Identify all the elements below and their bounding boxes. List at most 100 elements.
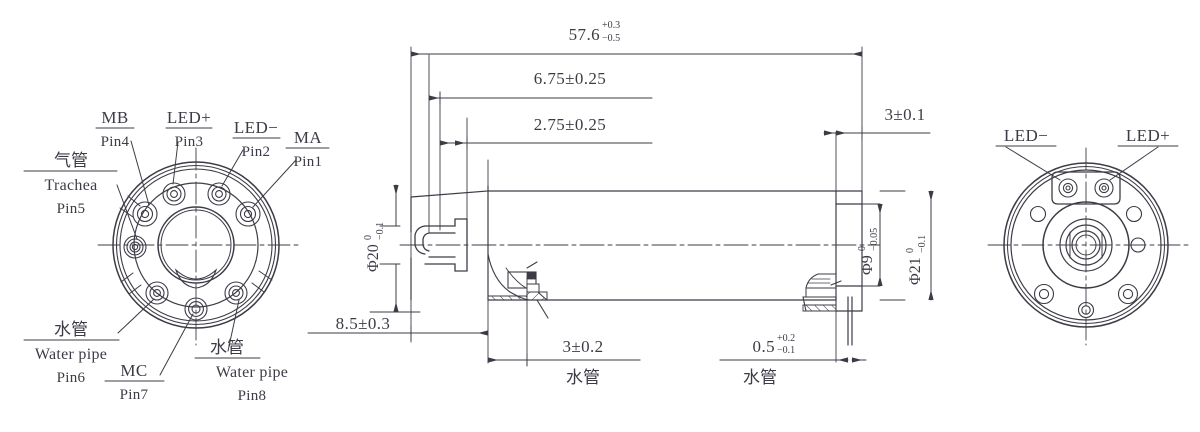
- callout-pin5-name-en: Trachea: [44, 177, 97, 194]
- side-section-view: [307, 46, 934, 367]
- dia-21-symbol: Φ21: [907, 257, 924, 285]
- right-centre-bore-inner: [1075, 234, 1097, 256]
- hole-upper-left: [1029, 205, 1047, 223]
- section-witness-lines: [410, 46, 906, 364]
- callout-pin8-name-cn: 水管: [210, 338, 244, 358]
- callout-led-neg: LED−: [1004, 126, 1048, 145]
- right-boss-ring: [1059, 218, 1113, 272]
- left-outer-ring-inner: [115, 164, 277, 326]
- hole-bottom-axis: [1077, 301, 1095, 319]
- dim-text-dia-21: Φ21 0 −0.1: [905, 235, 928, 285]
- left-flange-ring: [119, 168, 273, 322]
- section-label-water-right: 水管: [743, 368, 777, 388]
- section-label-water-left: 水管: [566, 368, 600, 388]
- dim-overall-value: 57.6: [569, 25, 600, 44]
- left-view-centerlines: [97, 147, 301, 346]
- callout-pin3-pin: Pin3: [175, 134, 204, 150]
- right-face-holes: [1029, 205, 1146, 319]
- dia-9-tol-upper: 0: [857, 246, 868, 251]
- left-centre-bore-inner: [160, 209, 232, 281]
- pin-hole-pin5: [123, 235, 147, 259]
- right-view-centerlines: [987, 147, 1193, 346]
- right-hub-ring: [1042, 201, 1130, 289]
- left-outer-ring: [112, 161, 280, 329]
- pin-hole-pin4: [132, 201, 158, 227]
- left-shaft-stub: [414, 218, 468, 272]
- dim-text-water-right: 0.5 +0.2 −0.1: [753, 333, 796, 356]
- callout-pin5-name-cn: 气管: [54, 151, 88, 171]
- dim-step-675: [428, 91, 653, 105]
- dim-text-right-step-3: 3±0.1: [884, 105, 925, 124]
- callout-pin5-pin: Pin5: [57, 201, 86, 217]
- right-flange-ring: [1010, 169, 1162, 321]
- callout-pin8-name-en: Water pipe: [216, 364, 288, 381]
- hole-upper-right: [1125, 205, 1143, 223]
- right-outer-ring-inner: [1007, 166, 1165, 324]
- callout-pin2-name: LED−: [234, 118, 278, 137]
- led-terminal-block: [1051, 171, 1121, 205]
- section-dimension-texts: 57.6 +0.3 −0.5 6.75±0.25 2.75±0.25 3±0.1…: [336, 20, 928, 388]
- led-neg-hole: [1058, 178, 1078, 198]
- pin-hole-pin2: [207, 182, 231, 206]
- dim-step-275: [439, 136, 653, 150]
- dia-20-symbol: Φ20: [365, 244, 382, 272]
- dia-20-tol-lower: −0.1: [375, 222, 386, 240]
- dim-text-offset-85: 8.5±0.3: [336, 314, 391, 333]
- dim-water-right-tol-lower: −0.1: [777, 345, 795, 356]
- pin-hole-pin7: [184, 297, 208, 321]
- callout-pin8-pin: Pin8: [238, 388, 267, 404]
- dia-9-symbol: Φ9: [859, 255, 876, 275]
- dia-21-tol-upper: 0: [905, 248, 916, 253]
- dim-overall-tol-lower: −0.5: [602, 33, 620, 44]
- left-water-port: [487, 253, 549, 319]
- left-view-leaders: [116, 140, 297, 376]
- callout-pin1-pin: Pin1: [294, 154, 323, 170]
- callout-pin4-name: MB: [101, 108, 128, 127]
- left-bore-keyway: [174, 268, 218, 289]
- left-end-face-view: [23, 127, 330, 382]
- callout-pin4-pin: Pin4: [101, 134, 130, 150]
- dim-dia-20: [369, 184, 421, 313]
- dim-text-step-275: 2.75±0.25: [534, 115, 606, 134]
- callout-led-pos: LED+: [1126, 126, 1170, 145]
- pin-hole-pin6: [145, 281, 169, 305]
- dim-right-step-3: [823, 126, 931, 141]
- dim-water-right-value: 0.5: [753, 337, 775, 356]
- right-centre-bore: [1071, 230, 1101, 260]
- dia-21-tol-lower: −0.1: [917, 235, 928, 253]
- dim-text-overall-length: 57.6 +0.3 −0.5: [569, 20, 621, 44]
- dim-text-dia-20: Φ20 0 −0.1: [363, 222, 386, 272]
- left-view-callout-texts: MB Pin4 LED+ Pin3 LED− Pin2 MA Pin1 气管 T…: [35, 108, 323, 404]
- dim-text-water-left: 3±0.2: [562, 337, 603, 356]
- left-centre-bore: [157, 206, 235, 284]
- right-view-leaders: [1005, 146, 1159, 181]
- callout-pin6-name-en: Water pipe: [35, 346, 107, 363]
- dia-20-tol-upper: 0: [363, 235, 374, 240]
- callout-pin7-name: MC: [120, 361, 147, 380]
- dim-water-right-tol-upper: +0.2: [777, 333, 795, 344]
- callout-pin6-pin: Pin6: [57, 370, 86, 386]
- hole-right-axis: [1130, 237, 1146, 253]
- right-water-port: [802, 273, 842, 312]
- dim-text-dia-9: Φ9 0 −0.05: [857, 228, 880, 275]
- callout-pin6-name-cn: 水管: [54, 320, 88, 340]
- right-view-callout-texts: LED− LED+: [1004, 126, 1170, 145]
- pin-hole-pin8: [224, 281, 248, 305]
- left-pin-holes: [123, 182, 261, 321]
- pin-hole-pin3: [162, 182, 186, 206]
- callout-pin1-name: MA: [294, 128, 323, 147]
- dim-text-step-675: 6.75±0.25: [534, 69, 606, 88]
- callout-pin7-pin: Pin7: [120, 387, 149, 403]
- right-boss-ring2: [1065, 224, 1107, 266]
- dia-9-tol-lower: −0.05: [869, 228, 880, 251]
- left-view-callout-rules: [23, 127, 330, 382]
- pin-hole-pin1: [235, 201, 261, 227]
- right-outer-ring: [1003, 162, 1169, 328]
- hole-lower-right: [1117, 283, 1139, 305]
- led-pos-hole: [1094, 178, 1114, 198]
- dim-offset-85: [307, 326, 489, 341]
- body-outline: [410, 185, 837, 301]
- callout-pin2-pin: Pin2: [242, 144, 271, 160]
